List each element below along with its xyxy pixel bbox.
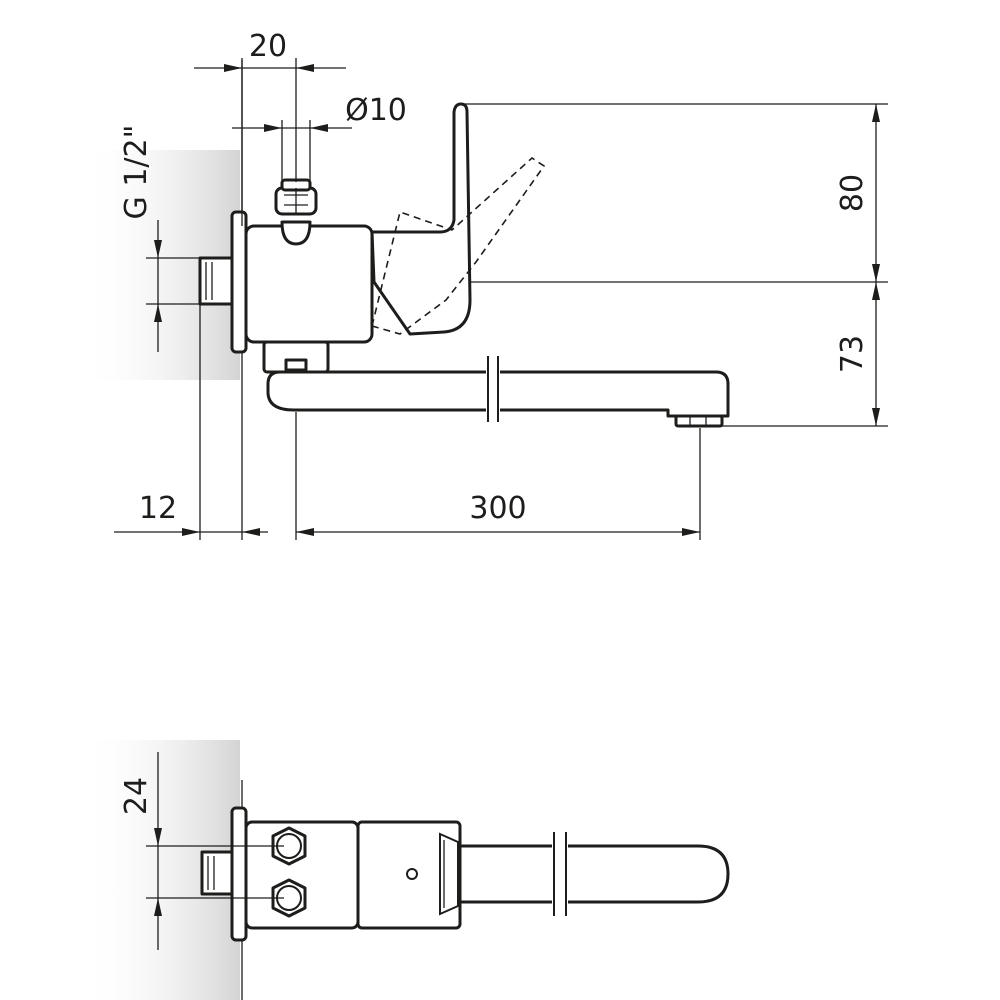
wall-flange xyxy=(230,210,248,354)
side-view: 20 Ø10 G 1/2" 80 xyxy=(114,29,888,540)
dimension-20: 20 xyxy=(194,29,346,226)
faucet-body xyxy=(244,224,374,344)
top-spout xyxy=(458,844,730,904)
top-wall-flange xyxy=(230,806,248,942)
dimension-300: 300 xyxy=(295,412,701,540)
dimension-73: 73 xyxy=(722,282,888,427)
inlet-pipe xyxy=(198,256,236,306)
dim-10-label: Ø10 xyxy=(345,93,407,128)
dim-thread-label: G 1/2" xyxy=(119,125,154,220)
hex-connector-upper xyxy=(271,826,307,866)
lever-handle xyxy=(370,102,472,336)
dim-20-label: 20 xyxy=(249,29,287,64)
dim-12-label: 12 xyxy=(139,491,177,526)
lever-alt-position xyxy=(371,156,546,335)
dimension-diameter-10: Ø10 xyxy=(232,93,407,186)
dim-300-label: 300 xyxy=(469,491,526,526)
aerator xyxy=(674,414,724,428)
dim-73-label: 73 xyxy=(835,335,870,373)
dimension-24: 24 xyxy=(119,752,284,950)
dimension-thread: G 1/2" xyxy=(119,125,204,352)
hex-connector-lower xyxy=(271,878,307,918)
dim-80-label: 80 xyxy=(835,174,870,212)
dim-24-label: 24 xyxy=(119,777,154,815)
top-view: 24 xyxy=(119,752,730,1000)
dimension-80: 80 xyxy=(462,103,888,283)
valve-connector xyxy=(274,178,318,246)
dimension-12: 12 xyxy=(114,304,268,540)
